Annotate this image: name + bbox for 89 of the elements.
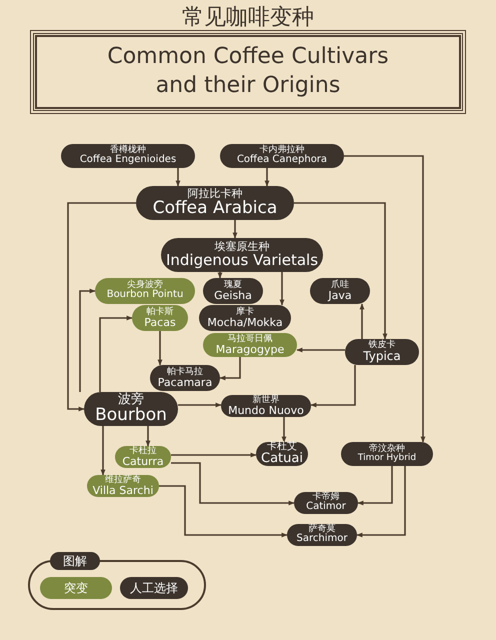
mutation-pill xyxy=(115,446,171,468)
variety-pill xyxy=(310,278,370,304)
variety-pill xyxy=(161,238,323,272)
chinese-name: 埃塞原生种 xyxy=(214,241,270,253)
latin-name: Coffea Arabica xyxy=(152,200,278,218)
chinese-name: 铁皮卡 xyxy=(368,340,396,350)
latin-name: Mundo Nuovo xyxy=(228,404,304,416)
latin-name: Catuai xyxy=(261,452,303,466)
variety-pill xyxy=(84,392,178,426)
arrow xyxy=(218,272,222,279)
latin-name: Catimor xyxy=(306,502,346,513)
variety-pill xyxy=(294,492,358,514)
arrow xyxy=(176,168,180,187)
legend-swatch: 突变 xyxy=(40,577,112,599)
latin-name: Pacas xyxy=(144,316,176,328)
variety-pill xyxy=(203,278,263,304)
chinese-name: 萨奇莫 xyxy=(308,525,336,534)
variety-pill xyxy=(220,144,344,168)
arrow xyxy=(79,288,96,392)
arrow xyxy=(264,168,270,187)
variety-pill xyxy=(341,442,433,466)
variety-pill xyxy=(136,186,294,220)
latin-name: Bourbon Pointu xyxy=(106,290,184,301)
arrow xyxy=(67,202,136,412)
legend-swatch: 人工选择 xyxy=(120,577,188,599)
variety-pill xyxy=(345,339,419,365)
chinese-name: 尖身波旁 xyxy=(127,281,163,290)
arrow xyxy=(360,303,364,339)
latin-name: Java xyxy=(328,290,352,302)
variety-pill xyxy=(61,144,195,168)
arrow xyxy=(232,220,238,239)
arrow xyxy=(146,426,150,447)
arrow xyxy=(310,365,356,408)
chinese-name: 卡帝姆 xyxy=(312,493,340,502)
mutation-pill xyxy=(203,333,297,357)
mutation-pill xyxy=(87,475,159,497)
chinese-name: 卡杜拉 xyxy=(130,446,156,456)
latin-name: Villa Sarchi xyxy=(92,484,154,496)
latin-name: Bourbon xyxy=(95,406,167,425)
latin-name: Coffea Canephora xyxy=(236,155,328,166)
variety-pill xyxy=(199,305,291,331)
title-box: Common Coffee Cultivars and their Origins xyxy=(30,30,466,114)
arrow xyxy=(282,417,286,443)
latin-name: Indigenous Varietals xyxy=(166,252,318,269)
latin-name: Maragogype xyxy=(216,344,284,356)
legend-heading: 图解 xyxy=(50,552,100,570)
chinese-name: 新世界 xyxy=(252,396,280,405)
latin-name: Timor Hybrid xyxy=(358,454,416,464)
chinese-name: 阿拉比卡种 xyxy=(188,188,242,200)
arrow xyxy=(356,466,406,538)
arrow xyxy=(159,485,288,538)
arrow xyxy=(99,316,133,392)
variety-pill xyxy=(256,442,308,466)
arrow xyxy=(178,402,222,408)
chinese-name: 维拉萨奇 xyxy=(105,476,141,485)
chinese-name: 爪哇 xyxy=(331,280,349,290)
arrow xyxy=(100,426,106,476)
chinese-name: 卡内弗拉种 xyxy=(260,146,304,156)
variety-pill xyxy=(221,395,311,417)
arrow xyxy=(296,348,345,352)
chinese-name: 帕卡斯 xyxy=(146,308,174,317)
title: 常见咖啡变种 xyxy=(181,4,315,32)
chinese-name: 波旁 xyxy=(118,393,144,407)
latin-name: Mocha/Mokka xyxy=(207,316,283,328)
latin-name: Geisha xyxy=(214,290,252,302)
chinese-name: 帝汶杂种 xyxy=(369,444,405,454)
variety-pill xyxy=(287,524,357,546)
arrow xyxy=(280,272,284,306)
variety-pill xyxy=(150,365,220,391)
chinese-name: 帕卡马拉 xyxy=(167,368,203,377)
arrow xyxy=(171,452,257,458)
chinese-name: 瑰夏 xyxy=(224,280,242,290)
arrow xyxy=(357,466,393,506)
chinese-name: 香樽栊种 xyxy=(110,146,146,156)
arrow xyxy=(344,155,426,443)
arrow xyxy=(158,331,162,366)
chinese-name: 马拉哥日佩 xyxy=(228,334,272,344)
latin-name: Pacamara xyxy=(158,376,212,388)
latin-name: Typica xyxy=(363,350,401,364)
latin-name: Coffea Engenioides xyxy=(80,155,176,166)
chinese-name: 摩卡 xyxy=(236,308,254,317)
mutation-pill xyxy=(132,305,188,331)
arrow xyxy=(171,462,295,506)
chinese-name: 卡杜艾 xyxy=(267,442,297,452)
arrow xyxy=(219,357,241,380)
latin-name: Caturra xyxy=(122,456,164,468)
latin-name: Sarchimor xyxy=(296,534,348,545)
mutation-pill xyxy=(95,278,195,304)
arrow xyxy=(294,202,388,340)
